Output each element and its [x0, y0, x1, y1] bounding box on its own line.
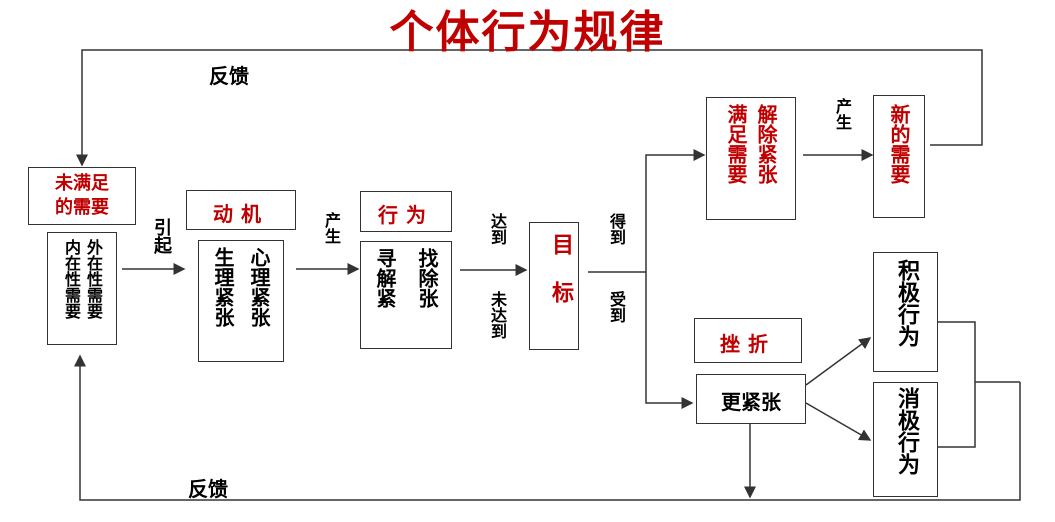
feedback-top-line: [76, 49, 983, 167]
label-chansheng-2: 产生: [833, 98, 852, 130]
behavior-bracket: [938, 321, 976, 448]
need-types-box: 外在性需要 内在性需要: [47, 232, 117, 345]
satisfy-need-text: 满足需要: [724, 104, 748, 184]
seek-box: 找除张 寻解紧: [360, 241, 452, 349]
feedback-bottom-line: [74, 354, 1021, 501]
relieve-tension-text: 解除紧张: [754, 104, 778, 184]
psych-tension-text: 心理紧张: [247, 247, 271, 327]
more-tension-box: 更紧张: [696, 374, 806, 424]
seek-right-text: 找除张: [415, 248, 439, 308]
motive-text: 动机: [213, 202, 269, 226]
inner-need-text: 内在性需要: [62, 239, 81, 319]
arrow-to-more-tension: [645, 272, 694, 409]
page-title: 个体行为规律: [389, 7, 666, 58]
unmet-need-box: 未满足 的需要: [28, 167, 136, 225]
new-need-text: 新的需要: [887, 104, 911, 184]
physio-tension-text: 生理紧张: [211, 247, 235, 327]
arrow-to-satisfied: [645, 149, 706, 272]
negative-behavior-text: 消极行为: [894, 387, 919, 475]
feedback-top-label: 反馈: [209, 64, 249, 88]
outer-need-text: 外在性需要: [84, 239, 103, 319]
positive-behavior-text: 积极行为: [894, 259, 919, 347]
label-yinqi: 引起: [151, 218, 172, 254]
satisfied-box: 解除紧张 满足需要: [706, 97, 796, 220]
behavior-text: 行为: [378, 203, 434, 227]
motive-box: 动机: [186, 190, 296, 230]
frustration-box: 挫折: [694, 318, 802, 363]
unmet-need-text: 未满足 的需要: [55, 173, 109, 218]
feedback-bottom-label: 反馈: [188, 477, 228, 501]
behavior-box: 行为: [360, 191, 452, 232]
goal-text: 目标: [548, 233, 573, 329]
new-need-box: 新的需要: [873, 95, 925, 218]
arrow-to-positive: [805, 337, 872, 386]
positive-behavior-box: 积极行为: [873, 252, 938, 372]
goal-box: 目标: [529, 222, 579, 350]
frustration-text: 挫折: [720, 332, 776, 356]
negative-behavior-box: 消极行为: [873, 382, 938, 497]
tension-box: 心理紧张 生理紧张: [198, 240, 284, 362]
label-chansheng-1: 产生: [322, 212, 341, 244]
label-weidadao: 未达到: [488, 291, 507, 339]
more-tension-text: 更紧张: [721, 390, 781, 414]
arrow-to-negative: [805, 402, 872, 441]
label-shoudao: 受到: [607, 291, 626, 323]
label-dedao: 得到: [607, 213, 626, 245]
seek-left-text: 寻解紧: [373, 248, 397, 308]
label-dadao: 达到: [488, 213, 507, 245]
